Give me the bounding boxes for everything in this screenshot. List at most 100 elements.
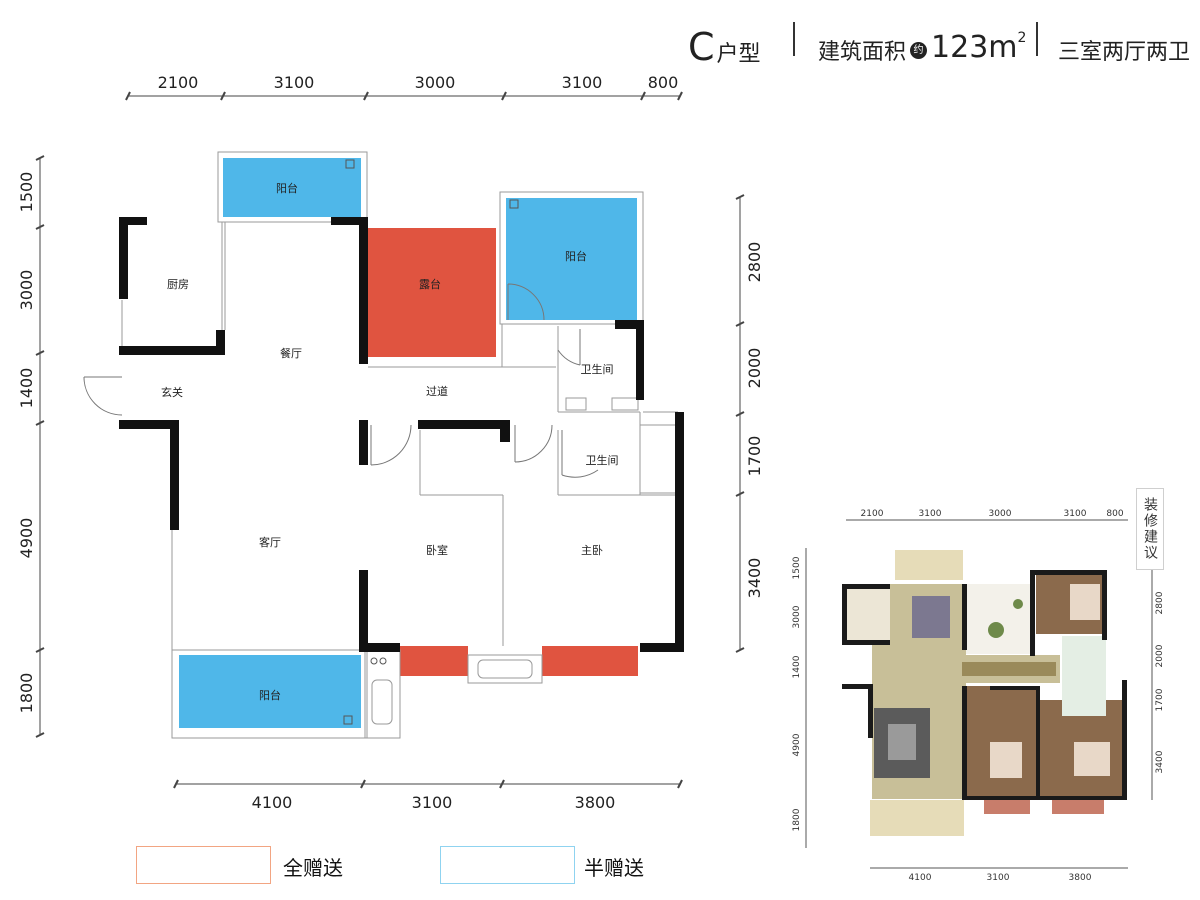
room-living: 客厅 [259, 535, 281, 549]
mini-bed [990, 742, 1022, 778]
mini-plant-2 [1013, 599, 1023, 609]
legend-swatch-half-gift [440, 846, 575, 884]
mini-bay-1 [984, 798, 1030, 814]
area-sup: 2 [1017, 30, 1027, 46]
mini-dim-left-2: 3000 [792, 605, 802, 628]
room-balcony-bottom: 阳台 [259, 688, 281, 702]
legend-swatch-full-gift [136, 846, 271, 884]
room-terrace: 露台 [419, 277, 441, 291]
bay-window-right [542, 646, 638, 676]
room-bedroom: 卧室 [426, 543, 448, 557]
mini-bay-2 [1052, 798, 1104, 814]
mini-dim-right-1: 2800 [1155, 591, 1165, 614]
mini-floor-bath-1 [1062, 636, 1106, 680]
room-hallway: 过道 [426, 384, 448, 398]
dim-top-3: 3000 [415, 73, 456, 92]
dim-right-4: 3400 [745, 558, 764, 599]
dim-top-2: 3100 [274, 73, 315, 92]
mini-dim-left-5: 1800 [792, 808, 802, 831]
dimension-left-labels: 1500 3000 1400 4900 1800 [17, 172, 36, 714]
layout-desc: 三室两厅两卫 [1058, 40, 1191, 65]
room-bathroom-1: 卫生间 [581, 362, 614, 376]
mini-dimension-left-labels: 1500 3000 1400 4900 1800 [792, 556, 802, 831]
mini-dim-right-2: 2000 [1155, 644, 1165, 667]
dim-left-2: 3000 [17, 270, 36, 311]
mini-balcony-top [895, 550, 963, 580]
approx-badge: 约 [910, 41, 928, 59]
walls [119, 217, 684, 652]
mini-dim-top-2: 3100 [919, 509, 942, 519]
dim-bottom-2: 3100 [412, 793, 453, 812]
decoration-suggestion-text: 装修建议 [1142, 497, 1158, 561]
dimension-right-labels: 2800 2000 1700 3400 [745, 242, 764, 599]
dimension-left [35, 155, 45, 738]
dim-right-3: 1700 [745, 436, 764, 477]
room-kitchen: 厨房 [167, 278, 189, 291]
mini-dim-top-5: 800 [1106, 509, 1123, 519]
dim-top-1: 2100 [158, 73, 199, 92]
type-suffix: 户型 [716, 42, 761, 67]
dim-left-1: 1500 [17, 172, 36, 213]
dim-bottom-3: 3800 [575, 793, 616, 812]
mini-dimension-top-labels: 2100 3100 3000 3100 800 [861, 509, 1124, 519]
mini-dim-right-3: 1700 [1155, 688, 1165, 711]
room-master-bedroom: 主卧 [581, 544, 603, 557]
mini-hall-cabinet [962, 662, 1056, 676]
layout-desc-block: 三室两厅两卫 [1058, 22, 1190, 72]
mini-balcony-bottom [870, 800, 964, 836]
room-balcony-top: 阳台 [276, 181, 298, 195]
mini-floor-kitchen [846, 588, 890, 640]
mini-dim-left-3: 1400 [792, 655, 802, 678]
room-entrance: 玄关 [161, 385, 183, 399]
mini-plan: 2100 3100 3000 3100 800 1500 3000 1400 4… [792, 509, 1165, 883]
terrace-area [368, 228, 496, 357]
mini-dim-bottom-3: 3800 [1069, 873, 1092, 883]
mini-dim-right-4: 3400 [1155, 750, 1165, 773]
legend-label-half-gift: 半赠送 [584, 856, 644, 880]
mini-dimension-right-labels: 2800 2000 1700 3400 [1155, 591, 1165, 773]
mini-dim-top-4: 3100 [1064, 509, 1087, 519]
dim-left-5: 1800 [17, 673, 36, 714]
legend-label-full-gift: 全赠送 [283, 856, 343, 880]
plan-header: C 户型 [688, 22, 761, 72]
mini-dim-top-3: 3000 [989, 509, 1012, 519]
balcony-right-area [506, 198, 637, 320]
dim-right-1: 2800 [745, 242, 764, 283]
dimension-bottom [173, 779, 683, 789]
corner-markers [343, 159, 519, 725]
bay-window-left [400, 646, 468, 676]
mini-floor-terrace [966, 584, 1030, 654]
mini-dim-bottom-2: 3100 [987, 873, 1010, 883]
mini-dim-left-1: 1500 [792, 556, 802, 579]
dim-top-4: 3100 [562, 73, 603, 92]
dim-left-4: 4900 [17, 518, 36, 559]
dim-top-5: 800 [648, 73, 679, 92]
mini-dim-bottom-1: 4100 [909, 873, 932, 883]
balcony-bottom-area [179, 655, 361, 728]
mini-dim-left-4: 4900 [792, 733, 802, 756]
dimension-bottom-labels: 4100 3100 3800 [252, 793, 616, 812]
mini-bed-3 [1070, 584, 1100, 620]
room-dining: 餐厅 [280, 346, 302, 360]
dim-right-2: 2000 [745, 348, 764, 389]
room-bathroom-2: 卫生间 [586, 453, 619, 467]
dimension-top [125, 91, 683, 101]
dim-left-3: 1400 [17, 368, 36, 409]
mini-dining-table [912, 596, 950, 638]
mini-plant-1 [988, 622, 1004, 638]
mini-dimension-bottom-labels: 4100 3100 3800 [909, 873, 1092, 883]
room-balcony-right: 阳台 [565, 249, 587, 263]
dim-bottom-1: 4100 [252, 793, 293, 812]
dimension-top-labels: 2100 3100 3000 3100 800 [158, 73, 679, 92]
mini-walls [842, 570, 1127, 800]
mini-floor-bath-2 [1062, 680, 1106, 716]
mini-rug [888, 724, 916, 760]
balcony-top-area [223, 158, 361, 217]
type-letter: C [688, 25, 715, 69]
area-label: 建筑面积 [818, 40, 907, 65]
header-divider-1 [793, 22, 795, 56]
area-block: 建筑面积 约 123m 2 [818, 22, 1026, 72]
doors [83, 283, 599, 478]
mini-bed-master [1074, 742, 1110, 776]
